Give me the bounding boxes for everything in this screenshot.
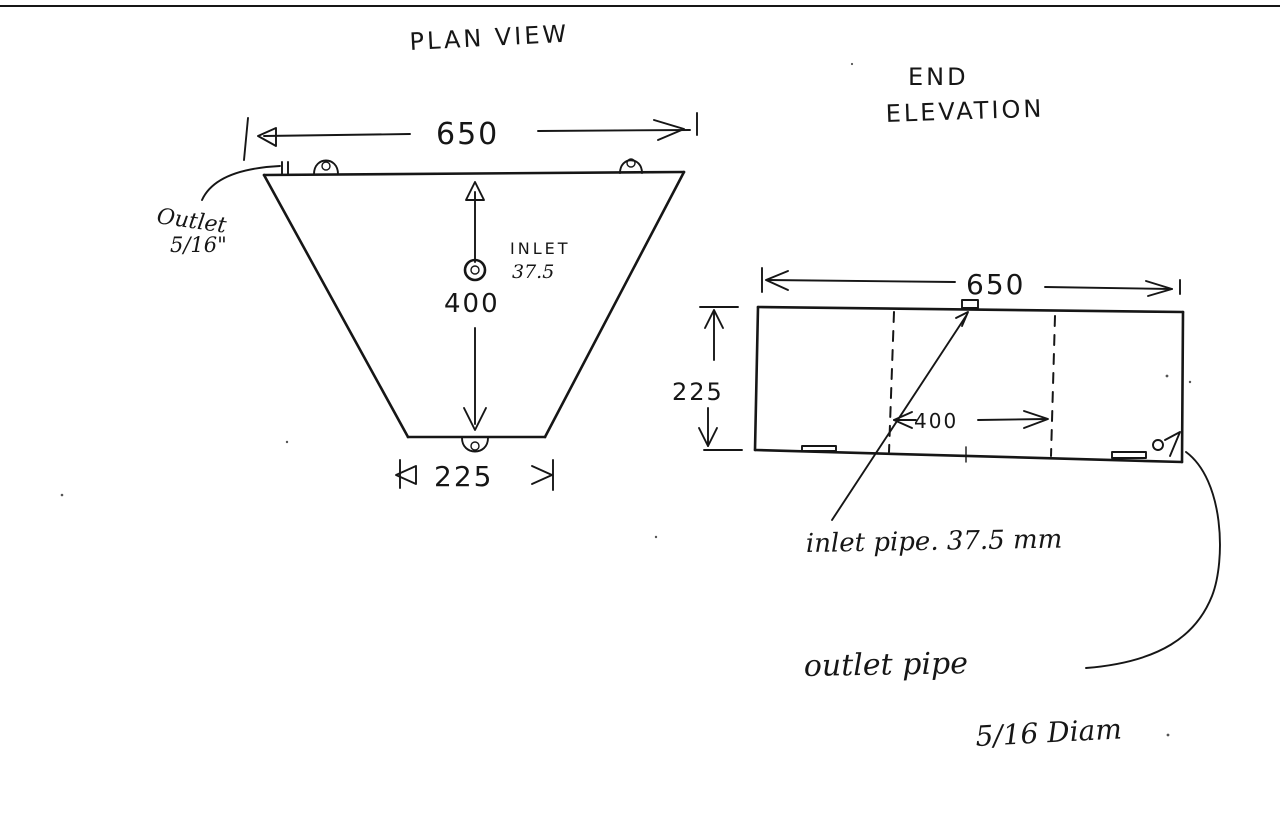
plan-inlet-label: INLET xyxy=(510,239,570,258)
plan-inlet-size: 37.5 xyxy=(512,261,554,283)
end-outlet-note-line2: 5/16 Diam xyxy=(975,712,1123,753)
plan-inlet-circle xyxy=(463,258,487,282)
end-dashed-line-right xyxy=(1050,315,1056,457)
end-width-dimension xyxy=(761,267,1181,297)
end-dashed-line-left xyxy=(888,311,895,453)
end-elevation-title-line1: END xyxy=(908,63,969,91)
plan-bottom-fitting xyxy=(461,437,489,453)
plan-bottom-dimension xyxy=(395,459,554,491)
plan-depth-dimension xyxy=(463,181,487,431)
end-inner-dimension-value: 400 xyxy=(914,409,958,433)
end-outlet-leader xyxy=(1085,451,1221,669)
end-inlet-fitting xyxy=(955,299,979,327)
end-outlet-note-line1: outlet pipe xyxy=(804,646,969,684)
end-elevation-title-line2: ELEVATION xyxy=(885,94,1045,128)
plan-trapezoid xyxy=(262,170,686,439)
plan-depth-dimension-value: 400 xyxy=(444,289,500,319)
paper-specks xyxy=(60,62,1192,737)
end-rectangle xyxy=(753,305,1185,464)
plan-view-title: PLAN VIEW xyxy=(409,20,570,56)
end-width-dimension-value: 650 xyxy=(966,268,1025,301)
plan-top-dimension xyxy=(243,112,698,161)
end-inlet-note: inlet pipe. 37.5 mm xyxy=(806,525,1063,559)
end-height-dimension xyxy=(698,306,743,451)
plan-outlet-size: 5/16" xyxy=(170,233,227,257)
plan-top-dimension-value: 650 xyxy=(436,117,499,152)
plan-outlet-leader xyxy=(201,165,281,201)
end-inner-dimension xyxy=(893,410,1049,429)
plan-top-fittings xyxy=(281,158,643,175)
end-bottom-fittings xyxy=(801,431,1181,459)
plan-bottom-dimension-value: 225 xyxy=(434,460,493,493)
end-height-dimension-value: 225 xyxy=(672,378,724,406)
